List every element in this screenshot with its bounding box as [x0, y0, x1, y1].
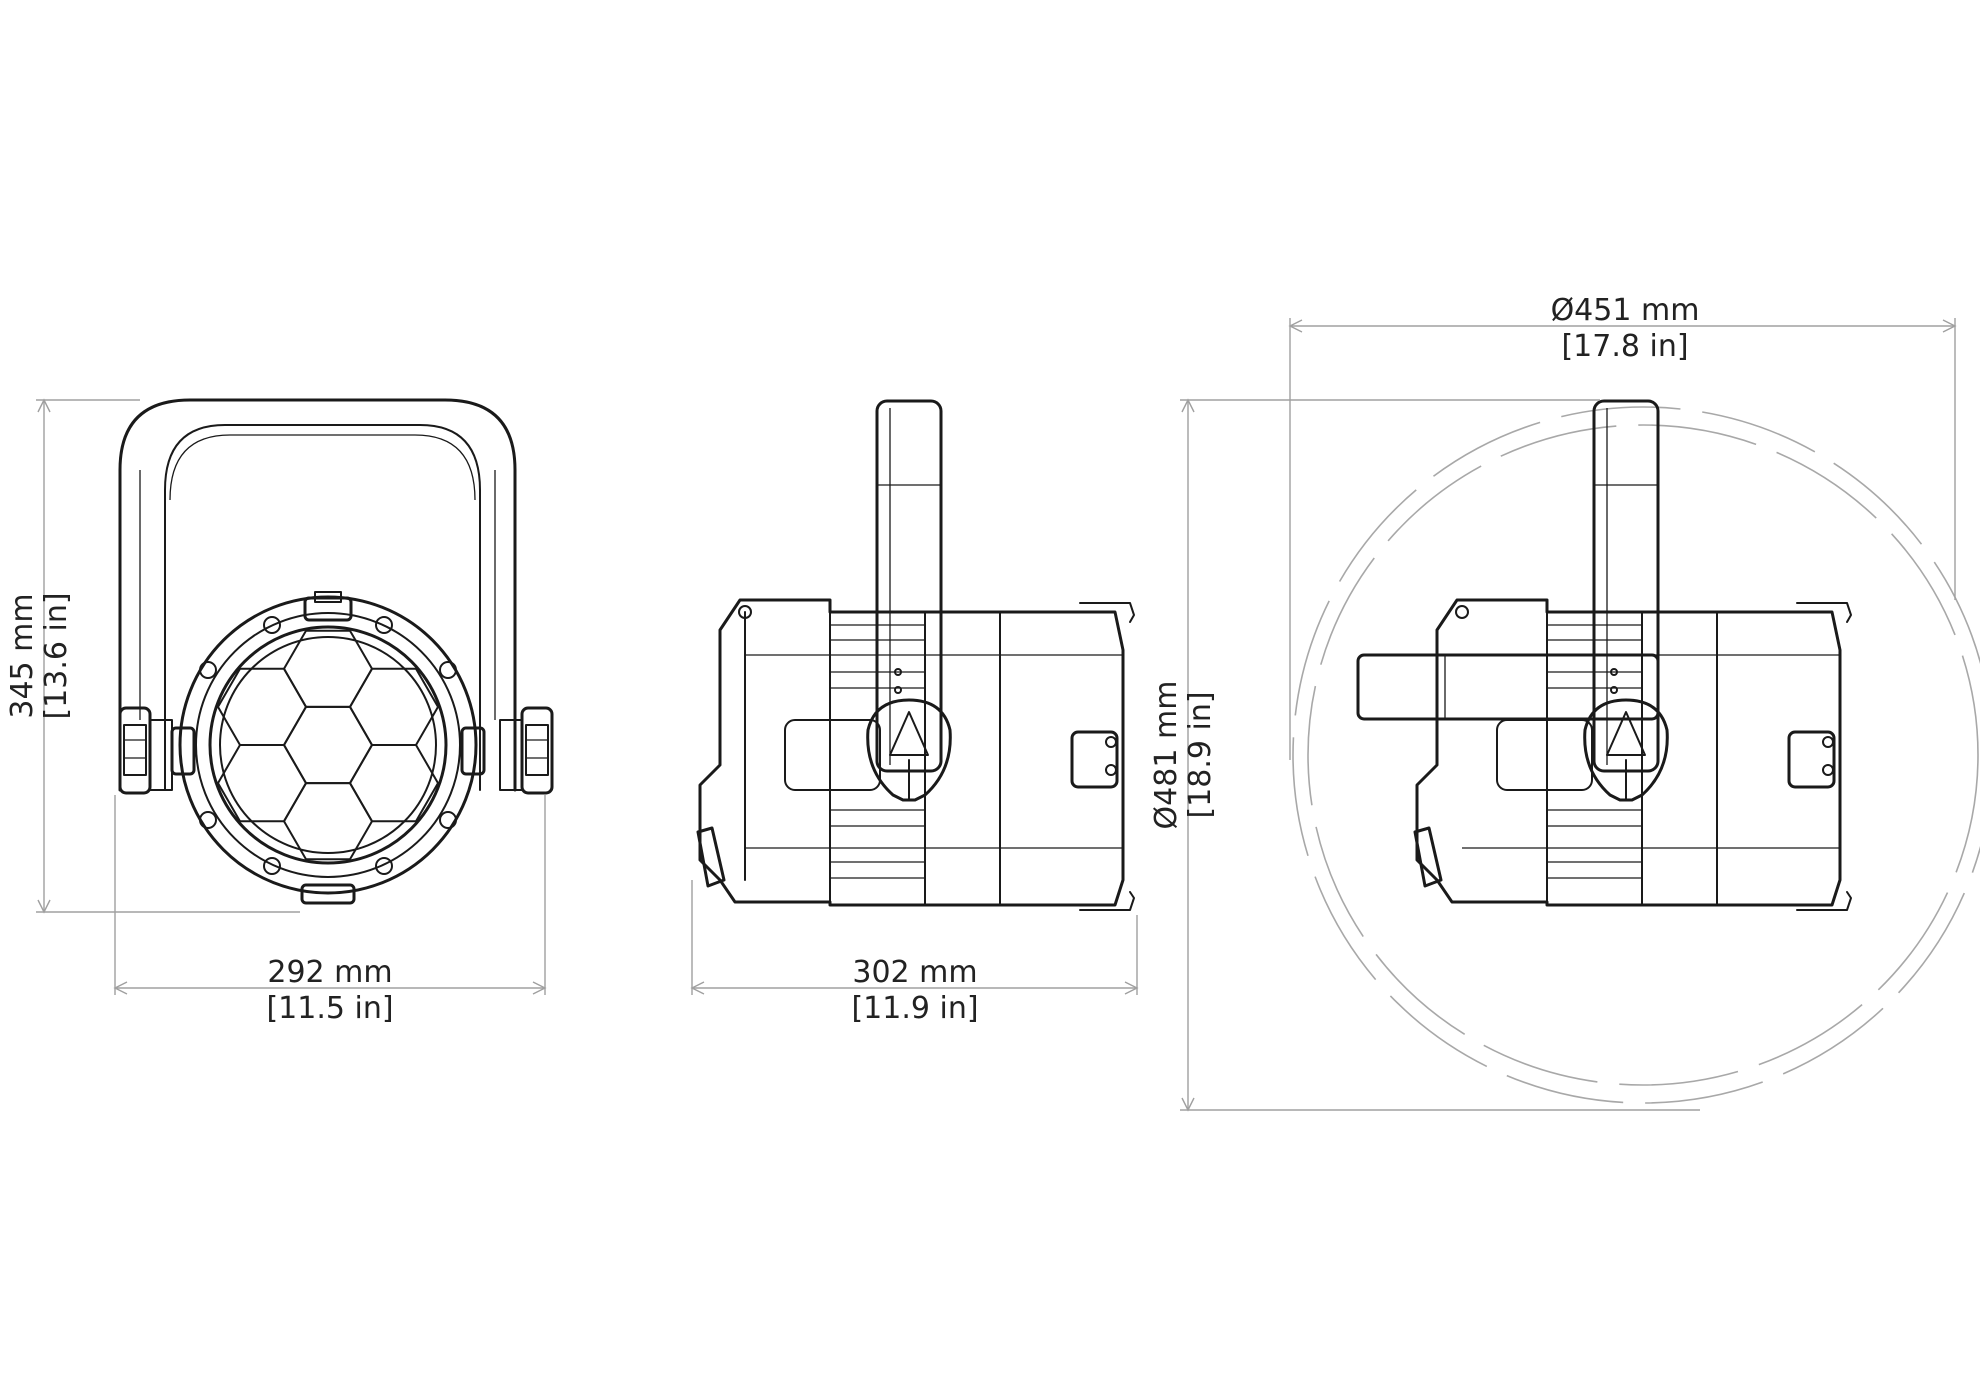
dim-front-height-value: 345 mm: [5, 593, 40, 718]
front-knob-left: [118, 706, 152, 795]
dim-side-length-value: 302 mm: [852, 955, 977, 990]
front-bottom-handle: [300, 883, 356, 905]
swing-clamp-screw-1: [1822, 736, 1834, 748]
swing-arm-hole-2: [1610, 686, 1618, 694]
led-hex-cell: [217, 744, 307, 823]
side-top-hook: [1079, 602, 1135, 623]
swing-recess: [1496, 719, 1593, 791]
swing-circle-inner: [1307, 424, 1979, 1086]
front-housing-ring: [195, 612, 461, 878]
dim-swing-height-value: Ø481 mm: [1149, 681, 1184, 830]
side-body-outline: [698, 598, 1125, 907]
led-hex-cell: [283, 705, 373, 785]
swing-horizontal-arm: [1356, 653, 1660, 721]
dim-swing-width-inches: [17.8 in]: [1561, 329, 1688, 364]
swing-rear-handle: [1413, 826, 1443, 888]
side-rear-handle: [696, 826, 726, 888]
dim-front-width-inches: [11.5 in]: [266, 991, 393, 1026]
front-lens: [219, 636, 437, 854]
dim-front-width-value: 292 mm: [267, 955, 392, 990]
dim-side-length: 302 mm [11.9 in]: [690, 880, 1139, 1026]
front-bolts: [199, 616, 457, 875]
side-pivot-knob: [866, 698, 952, 802]
front-top-clip-cap: [314, 591, 342, 603]
front-led-hex-array: [217, 629, 439, 861]
swing-bottom-hook: [1796, 891, 1852, 911]
front-yoke-outer: [118, 398, 517, 792]
led-hex-cell: [349, 744, 439, 823]
swing-yoke-arm: [1592, 399, 1660, 773]
dim-swing-height-inches: [18.9 in]: [1183, 691, 1218, 818]
swing-front-clamp: [1787, 730, 1836, 789]
front-lens-bezel: [208, 625, 448, 865]
front-yoke-detail: [169, 434, 476, 501]
swing-body-outline: [1415, 598, 1842, 907]
dim-swing-height: Ø481 mm [18.9 in]: [1149, 398, 1700, 1112]
swing-cooling-fins: [1547, 624, 1642, 879]
front-housing-outer: [178, 595, 478, 895]
front-pivot-right: [499, 719, 523, 791]
side-bottom-hook: [1079, 891, 1135, 911]
front-view: [118, 398, 554, 905]
swing-top-screw: [1455, 605, 1469, 619]
swing-view: [1292, 399, 1980, 1104]
swing-top-hook: [1796, 602, 1852, 623]
front-latch-right: [460, 726, 486, 776]
side-cooling-fins: [830, 624, 925, 879]
swing-circle-outer: [1292, 406, 1980, 1104]
side-view: [696, 399, 1135, 911]
side-clamp-screw-2: [1105, 764, 1117, 776]
dim-front-height: 345 mm [13.6 in]: [5, 398, 300, 914]
dim-front-width: 292 mm [11.5 in]: [113, 795, 547, 1026]
dim-swing-width: Ø451 mm [17.8 in]: [1288, 293, 1957, 760]
side-clamp-screw-1: [1105, 736, 1117, 748]
swing-clamp-screw-2: [1822, 764, 1834, 776]
side-front-clamp: [1070, 730, 1119, 789]
side-recess: [784, 719, 881, 791]
front-latch-left: [170, 726, 196, 776]
front-knob-right: [520, 706, 554, 795]
dim-front-height-inches: [13.6 in]: [39, 592, 74, 719]
front-top-clip: [303, 596, 353, 622]
dim-swing-width-value: Ø451 mm: [1551, 293, 1700, 328]
side-top-screw: [738, 605, 752, 619]
front-yoke-inner: [164, 424, 481, 791]
side-arm-hole-2: [894, 686, 902, 694]
side-yoke-arm: [875, 399, 943, 773]
led-hex-cell: [349, 667, 439, 746]
swing-pivot-knob: [1583, 698, 1669, 802]
dim-side-length-inches: [11.9 in]: [851, 991, 978, 1026]
led-hex-cell: [217, 667, 307, 746]
front-pivot-left: [149, 719, 173, 791]
